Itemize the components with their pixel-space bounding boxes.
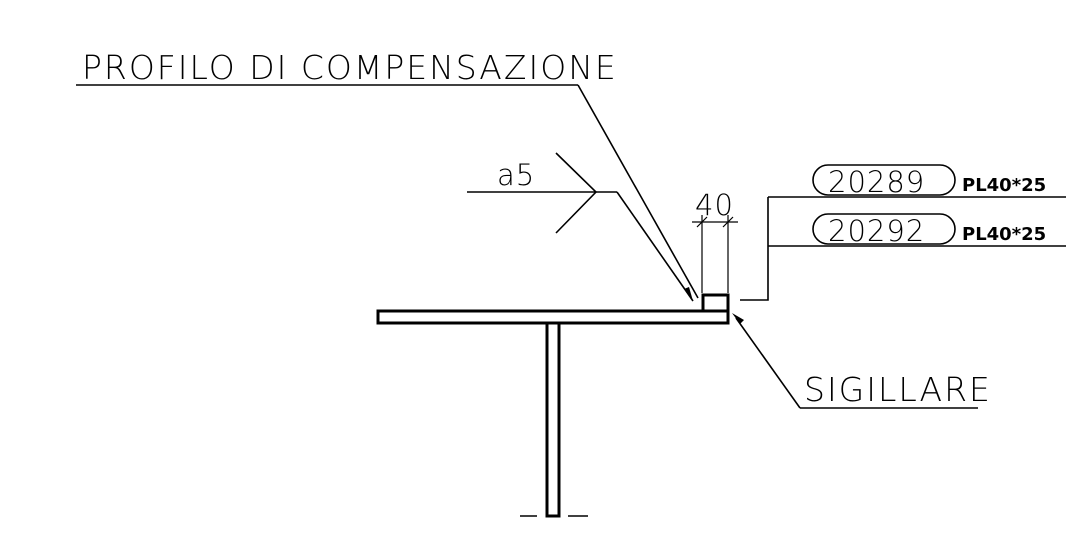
compensation-plate: [701, 293, 730, 313]
weld-size-label: a5: [497, 158, 535, 192]
dimension-tick-right: [722, 216, 734, 228]
dimension-tick-left: [696, 216, 708, 228]
part-spec-2: PL40*25: [962, 224, 1046, 245]
weld-arrow-head: [684, 287, 693, 301]
weld-arrow-line: [616, 191, 694, 302]
seal-leader: [735, 317, 801, 409]
part-tag-2: [812, 213, 956, 245]
weld-symbol: a5: [467, 152, 694, 302]
part-leader-line: [740, 197, 769, 301]
compensation-profile-leader: [577, 84, 699, 299]
seal-arrow-head: [732, 313, 744, 324]
dimension-40: 40: [692, 188, 738, 293]
part-spec-1: PL40*25: [962, 175, 1046, 196]
part-code-1: 20289: [828, 165, 925, 199]
fillet-weld-triangle: [555, 152, 598, 234]
part-tag-1: [812, 164, 956, 196]
seal-label: SIGILLARE: [804, 370, 992, 409]
part-callouts: 20289 PL40*25 20292 PL40*25: [740, 164, 1066, 301]
compensation-profile-callout: PROFILO DI COMPENSAZIONE: [76, 48, 699, 299]
dimension-value: 40: [695, 188, 734, 222]
flange-plate: [376, 309, 730, 325]
compensation-profile-label: PROFILO DI COMPENSAZIONE: [82, 48, 618, 87]
part-code-2: 20292: [828, 214, 925, 248]
web-plate: [545, 321, 561, 518]
steel-section: [376, 293, 730, 518]
seal-callout: SIGILLARE: [732, 313, 992, 409]
